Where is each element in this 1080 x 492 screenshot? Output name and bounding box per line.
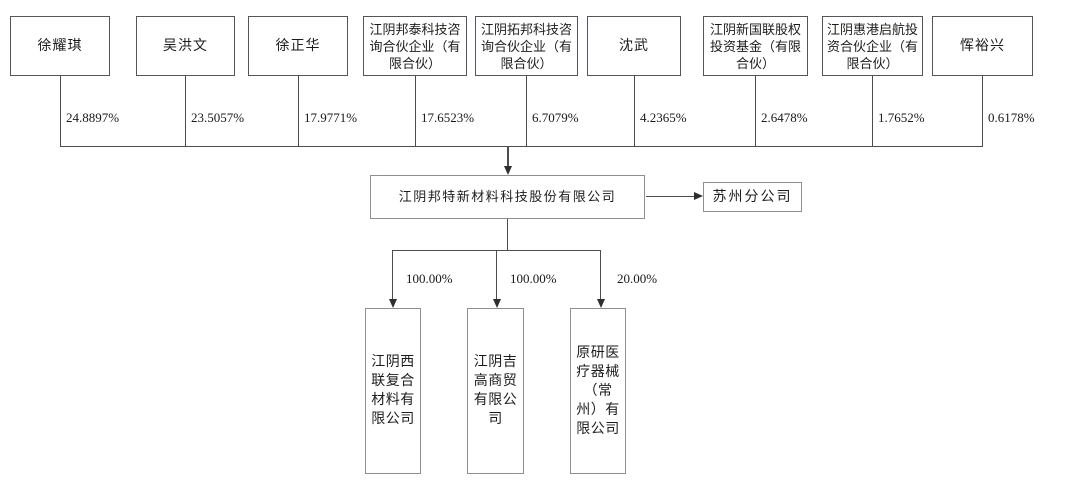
shareholder-name: 江阴惠港启航投资合伙企业（有限合伙） — [826, 21, 918, 71]
company-box: 江阴邦特新材料科技股份有限公司 — [370, 175, 645, 219]
shareholder-name: 江阴新国联股权投资基金（有限合伙） — [709, 21, 801, 71]
branch-arrow-line — [646, 196, 696, 197]
subsidiary-drop-line — [392, 250, 393, 300]
subsidiary-box: 江阴吉高商贸有限公司 — [467, 308, 524, 474]
subsidiary-drop-line — [600, 250, 601, 300]
subsidiary-box: 江阴西联复合材料有限公司 — [365, 308, 421, 474]
shareholder-drop-line — [755, 76, 756, 147]
shareholder-box: 江阴新国联股权投资基金（有限合伙） — [703, 16, 808, 76]
ownership-bus-line — [60, 146, 983, 147]
shareholder-name: 江阴邦泰科技咨询合伙企业（有限合伙） — [369, 21, 461, 71]
shareholder-name: 沈武 — [619, 38, 649, 54]
arrowhead-right-icon — [694, 192, 703, 200]
shareholder-box: 徐耀琪 — [10, 16, 110, 76]
shareholder-drop-line — [185, 76, 186, 147]
shareholder-box: 江阴惠港启航投资合伙企业（有限合伙） — [822, 16, 923, 76]
shareholder-drop-line — [526, 76, 527, 147]
arrowhead-down-icon — [493, 299, 501, 308]
company-arrow-line — [507, 146, 509, 167]
subsidiary-percent: 20.00% — [617, 271, 658, 286]
shareholder-name: 徐耀琪 — [37, 38, 83, 54]
shareholder-drop-line — [634, 76, 635, 147]
shareholder-name: 恽裕兴 — [960, 38, 1005, 54]
shareholder-name: 江阴拓邦科技咨询合伙企业（有限合伙） — [480, 21, 572, 71]
shareholder-percent: 1.7652% — [878, 110, 925, 125]
subsidiary-name: 江阴西联复合材料有限公司 — [371, 355, 415, 427]
subsidiary-box: 原研医疗器械（常州）有限公司 — [570, 308, 626, 474]
branch-box: 苏州分公司 — [703, 182, 802, 212]
shareholder-percent: 23.5057% — [191, 110, 245, 125]
shareholder-percent: 17.9771% — [304, 110, 358, 125]
subsidiary-percent: 100.00% — [406, 271, 453, 286]
shareholder-drop-line — [982, 76, 983, 147]
shareholder-name: 徐正华 — [275, 38, 321, 54]
arrowhead-down-icon — [389, 299, 397, 308]
shareholder-percent: 17.6523% — [421, 110, 475, 125]
shareholder-drop-line — [415, 76, 416, 147]
shareholder-drop-line — [298, 76, 299, 147]
shareholder-percent: 2.6478% — [761, 110, 808, 125]
subsidiary-name: 原研医疗器械（常州）有限公司 — [576, 345, 620, 437]
shareholder-box: 江阴拓邦科技咨询合伙企业（有限合伙） — [475, 16, 578, 76]
shareholder-percent: 6.7079% — [532, 110, 579, 125]
shareholder-box: 江阴邦泰科技咨询合伙企业（有限合伙） — [363, 16, 467, 76]
arrowhead-down-icon — [597, 299, 605, 308]
shareholder-box: 沈武 — [587, 16, 681, 76]
company-down-line — [507, 219, 508, 250]
shareholder-box: 恽裕兴 — [932, 16, 1033, 76]
shareholder-percent: 4.2365% — [640, 110, 687, 125]
subsidiary-drop-line — [496, 250, 497, 300]
branch-name: 苏州分公司 — [712, 189, 793, 205]
shareholder-percent: 24.8897% — [66, 110, 120, 125]
shareholder-box: 徐正华 — [248, 16, 348, 76]
company-name: 江阴邦特新材料科技股份有限公司 — [398, 189, 617, 204]
shareholder-box: 吴洪文 — [136, 16, 235, 76]
arrowhead-down-icon — [504, 166, 512, 175]
shareholder-drop-line — [60, 76, 61, 147]
shareholder-drop-line — [872, 76, 873, 147]
shareholder-name: 吴洪文 — [163, 38, 208, 54]
subsidiary-percent: 100.00% — [510, 271, 557, 286]
subsidiary-name: 江阴吉高商贸有限公司 — [473, 355, 518, 427]
shareholder-percent: 0.6178% — [988, 110, 1035, 125]
